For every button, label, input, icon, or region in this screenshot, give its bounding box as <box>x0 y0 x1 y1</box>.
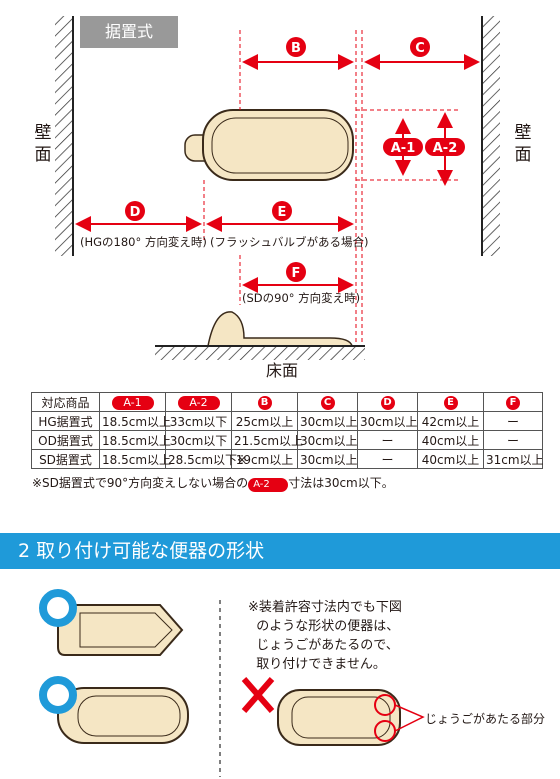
svg-text:A-1: A-1 <box>391 141 416 156</box>
table-cell: 30cm以上 <box>297 449 358 469</box>
table-cell: ー <box>483 430 543 450</box>
table-cell: 25cm以上 <box>231 411 298 431</box>
toilet-shape-pointed <box>39 589 184 656</box>
table-cell: 30cm以上 <box>357 411 418 431</box>
table-cell: ー <box>483 411 543 431</box>
installation-diagram: B C A-1 A-2 D E F <box>55 16 500 360</box>
table-cell: ー <box>357 430 418 450</box>
svg-text:A-2: A-2 <box>433 141 458 156</box>
dim-badge-d: D <box>125 201 145 221</box>
guide-lines <box>203 30 460 345</box>
header-f: F <box>506 396 520 410</box>
table-cell: 18.5cm以上 <box>99 430 171 450</box>
wall-label-right: 壁面 <box>514 123 532 165</box>
table-cell: 40cm以上 <box>417 430 484 450</box>
table-cell: 30cm以上 <box>297 430 358 450</box>
table-cell: 30cm以下 <box>165 430 232 450</box>
header-d: D <box>380 396 395 410</box>
header-a1: A-1 <box>111 395 154 410</box>
svg-text:C: C <box>415 41 425 56</box>
install-type-tag: 据置式 <box>80 16 178 48</box>
footnote-post: 寸法は30cm以下。 <box>288 476 394 490</box>
dim-badge-b: B <box>286 37 306 57</box>
callout-label: じょうごがあたる部分 <box>425 712 546 726</box>
note-d: (HGの180° 方向変え時) <box>80 235 207 249</box>
dim-badge-a2: A-2 <box>425 138 465 156</box>
wall-label-left: 壁面 <box>34 123 52 165</box>
right-wall <box>481 16 500 256</box>
table-cell: ー <box>357 449 418 469</box>
ng-cross-icon <box>241 677 275 713</box>
warning-text: ※装着許容寸法内でも下図 のような形状の便器は、 じょうごがあたるので、 取り付… <box>248 600 402 672</box>
header-product: 対応商品 <box>31 392 100 412</box>
toilet-shape-illustrations <box>39 589 425 777</box>
table-header-row: 対応商品 A-1 A-2 B C D E F <box>31 392 543 412</box>
dim-badge-c: C <box>410 37 430 57</box>
svg-text:F: F <box>292 266 301 281</box>
table-cell: 30cm以上 <box>297 411 358 431</box>
svg-text:D: D <box>130 205 141 220</box>
table-cell: 28.5cm以下※ <box>165 449 247 469</box>
table-row: HG据置式 18.5cm以上 33cm以下 25cm以上 30cm以上 30cm… <box>31 411 543 431</box>
row-label: OD据置式 <box>31 430 100 450</box>
dimension-arrows <box>75 54 480 293</box>
table-cell: 31cm以上 <box>483 449 544 469</box>
table-cell: 42cm以上 <box>417 411 484 431</box>
header-a2: A-2 <box>177 395 220 410</box>
table-row: SD据置式 18.5cm以上 28.5cm以下※ 19cm以上 30cm以上 ー… <box>31 449 544 469</box>
toilet-shape-rejected <box>241 677 425 746</box>
table-cell: 18.5cm以上 <box>99 411 171 431</box>
ok-mark-icon <box>39 676 77 714</box>
toilet-side-view <box>155 311 365 360</box>
note-e: (フラッシュバルブがある場合) <box>210 235 369 249</box>
dim-badge-e: E <box>272 201 292 221</box>
toilet-shape-rounded <box>39 676 189 744</box>
ok-mark-icon <box>39 589 77 627</box>
header-e: E <box>443 396 458 410</box>
table-cell: 18.5cm以上 <box>99 449 171 469</box>
table-row: OD据置式 18.5cm以上 30cm以下 21.5cm以上 30cm以上 ー … <box>31 430 543 450</box>
toilet-top-view <box>184 109 354 181</box>
svg-text:E: E <box>278 205 287 220</box>
footnote-tag: A-2 <box>248 478 289 492</box>
row-label: HG据置式 <box>31 411 100 431</box>
table-cell: 21.5cm以上 <box>231 430 303 450</box>
compatibility-table: 対応商品 A-1 A-2 B C D E F HG据置式 18.5cm以上 33… <box>31 392 544 469</box>
table-cell: 40cm以上 <box>417 449 484 469</box>
section-heading: 2 取り付け可能な便器の形状 <box>0 533 560 569</box>
floor-label: 床面 <box>266 361 299 380</box>
header-c: C <box>320 396 335 410</box>
dim-badge-a1: A-1 <box>383 138 423 156</box>
header-b: B <box>257 396 272 410</box>
dim-badge-f: F <box>286 262 306 282</box>
note-f: (SDの90° 方向変え時) <box>242 291 361 305</box>
left-wall <box>55 16 74 256</box>
table-cell: 19cm以上 <box>231 449 298 469</box>
table-cell: 33cm以下 <box>165 411 232 431</box>
svg-text:B: B <box>291 41 301 56</box>
row-label: SD据置式 <box>31 449 100 469</box>
footnote-pre: ※SD据置式で90°方向変えしない場合の <box>32 476 249 490</box>
